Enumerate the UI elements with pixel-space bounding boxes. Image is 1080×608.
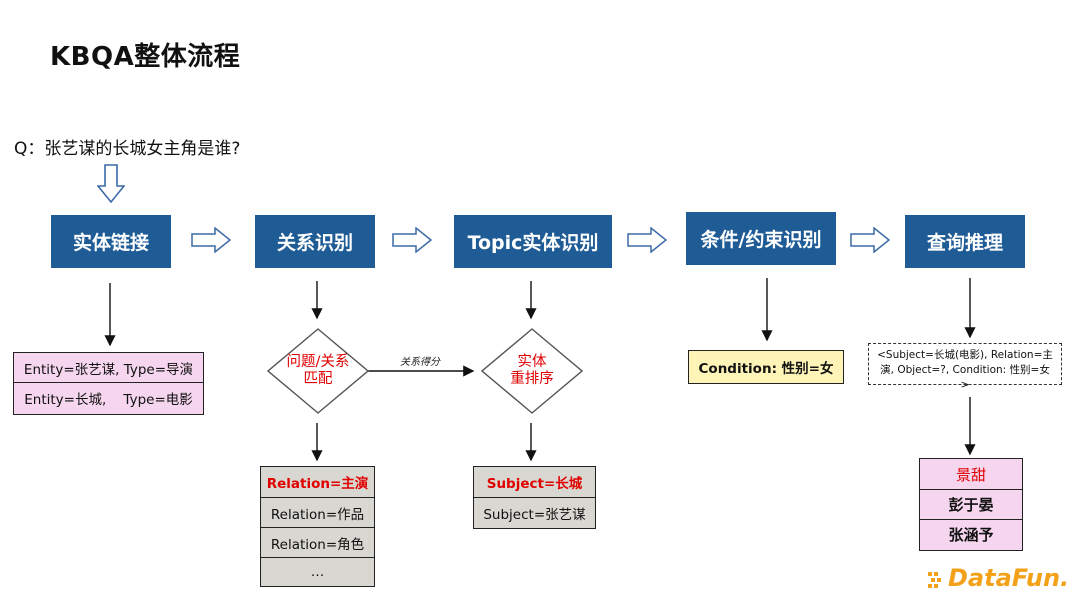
subject-table: Subject=长城 Subject=张艺谋	[473, 466, 596, 529]
right-hollow-arrow-icon	[850, 227, 890, 253]
query-box: <Subject=长城(电影), Relation=主 演, Object=?,…	[868, 343, 1062, 391]
condition-box: Condition: 性别=女	[688, 350, 844, 384]
table-row: Entity=张艺谋, Type=导演	[14, 353, 203, 383]
answer-table: 景甜 彭于晏 张涵予	[919, 458, 1023, 551]
stage-condition-recognition: 条件/约束识别	[686, 212, 836, 265]
stage-relation-recognition: 关系识别	[255, 215, 375, 268]
right-hollow-arrow-icon	[191, 227, 231, 253]
right-hollow-arrow-icon	[627, 227, 667, 253]
right-hollow-arrow-icon	[392, 227, 432, 253]
table-row: 张涵予	[948, 526, 994, 544]
table-row: Subject=张艺谋	[483, 506, 586, 523]
page-title: KBQA整体流程	[50, 42, 241, 72]
diamond-entity-rerank	[481, 328, 583, 414]
table-row: Relation=角色	[261, 528, 374, 558]
diamond-relation-matching-label: 问题/关系 匹配	[286, 354, 350, 387]
diamond-entity-rerank-label: 实体 重排序	[510, 354, 554, 387]
table-row: 彭于晏	[920, 490, 1022, 520]
down-hollow-arrow-icon	[97, 164, 125, 204]
table-row: …	[310, 563, 325, 580]
table-row: Relation=主演	[261, 467, 374, 498]
question-text: Q：张艺谋的长城女主角是谁?	[14, 139, 241, 159]
datafun-logo: DataFun.	[928, 564, 1069, 598]
table-row: Relation=作品	[261, 498, 374, 528]
stage-topic-entity-recognition: Topic实体识别	[454, 215, 612, 268]
logo-dots-icon	[928, 572, 941, 588]
relation-table: Relation=主演 Relation=作品 Relation=角色 …	[260, 466, 375, 587]
edge-label-relation-score: 关系得分	[400, 357, 440, 368]
table-row: Entity=长城, Type=电影	[24, 392, 193, 408]
table-row: Subject=长城	[474, 467, 595, 498]
logo-text: DataFun.	[948, 564, 1070, 592]
stage-query-reasoning: 查询推理	[905, 215, 1025, 268]
entity-table: Entity=张艺谋, Type=导演 Entity=长城, Type=电影	[13, 352, 204, 415]
stage-entity-linking: 实体链接	[51, 215, 171, 268]
table-row: 景甜	[920, 459, 1022, 490]
diamond-relation-matching	[267, 328, 369, 414]
